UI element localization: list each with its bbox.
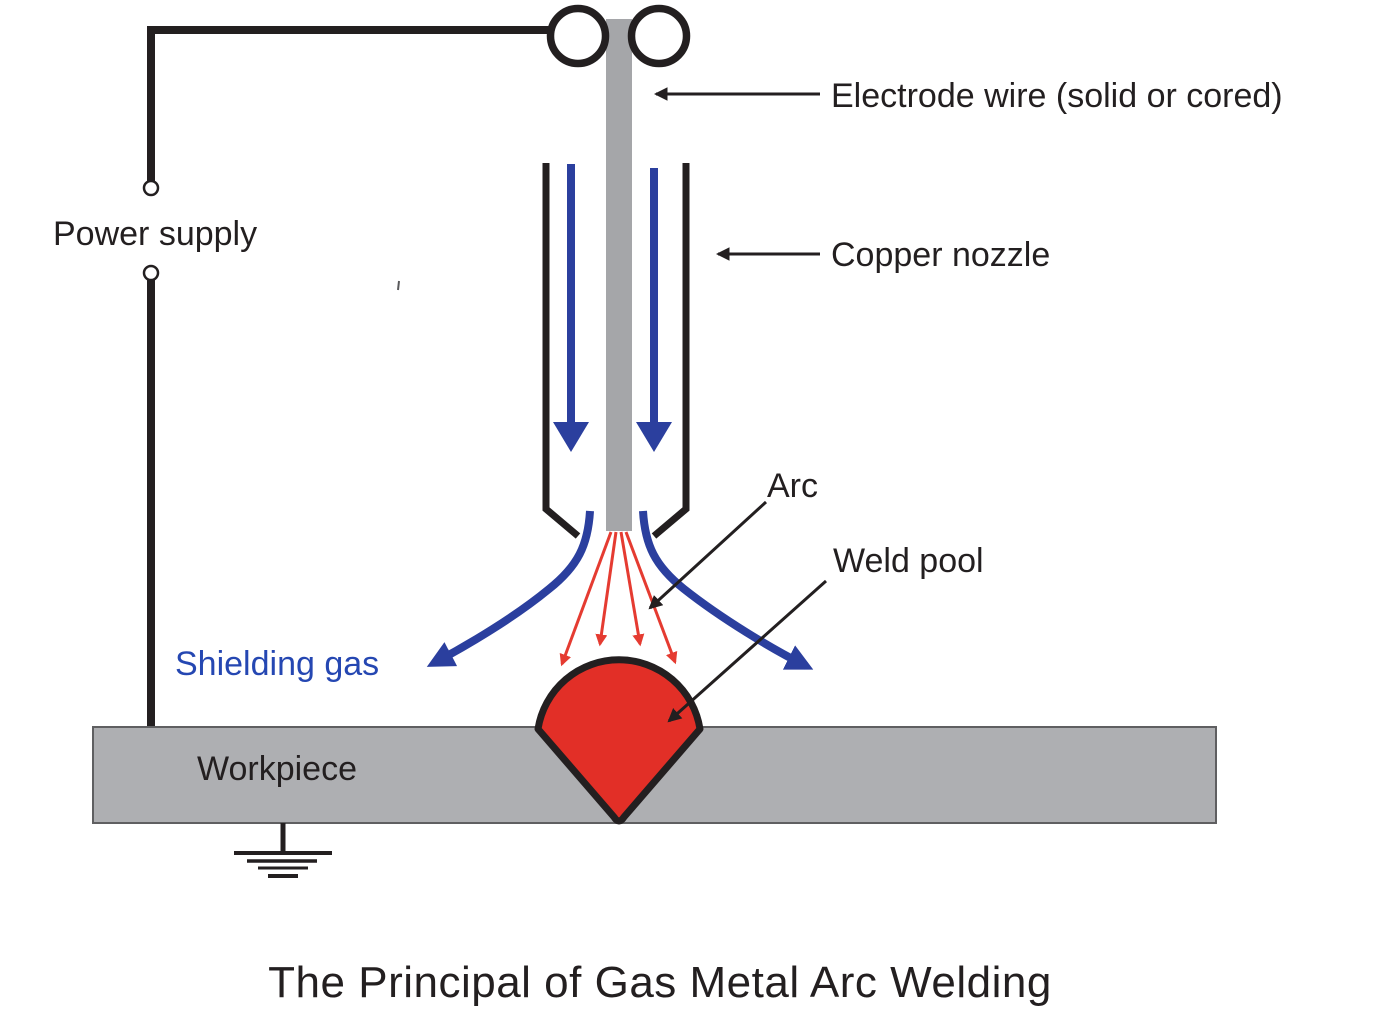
shielding-gas-label: Shielding gas [175, 645, 379, 683]
weld-pool [534, 656, 704, 825]
copper-nozzle-right-wall [651, 163, 690, 539]
ground-symbol [234, 823, 332, 878]
power-terminal-top [142, 179, 160, 197]
arc-pointer-arrow [648, 500, 768, 610]
power-terminal-bottom [142, 264, 160, 282]
arc-ray [595, 531, 618, 647]
wire-feed-roller-left [546, 4, 610, 68]
arc-ray [619, 531, 645, 647]
electrode-wire-label: Electrode wire (solid or cored) [831, 77, 1283, 115]
power-cable-top [147, 26, 552, 181]
stray-mark [397, 280, 400, 291]
electrode-wire [606, 19, 632, 531]
shielding-gas-curve-right [639, 510, 814, 670]
copper-nozzle-left-wall [542, 163, 581, 539]
gas-flow-arrow-left [553, 164, 589, 452]
weld-pool-label: Weld pool [833, 542, 984, 580]
gas-flow-arrow-right [636, 168, 672, 452]
weld-pool-pointer-arrow [667, 579, 827, 723]
arc-label: Arc [767, 467, 818, 505]
wire-feed-roller-right [627, 4, 691, 68]
copper-nozzle-label: Copper nozzle [831, 236, 1050, 274]
workpiece-label: Workpiece [197, 750, 357, 788]
arc-ray [559, 531, 613, 667]
diagram-title: The Principal of Gas Metal Arc Welding [268, 958, 1052, 1007]
power-supply-label: Power supply [53, 215, 257, 253]
shielding-gas-curve-left [426, 510, 594, 667]
